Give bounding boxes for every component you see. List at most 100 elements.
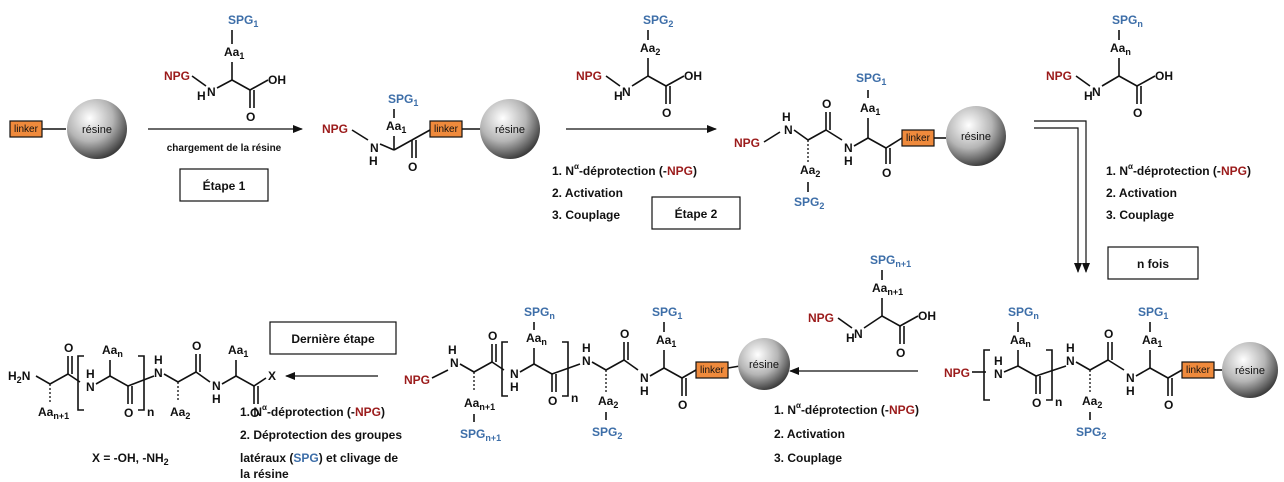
aa2-label: Aa2 <box>640 41 660 57</box>
start-resin: linker résine <box>9 99 127 159</box>
resin-bead-pn <box>1222 342 1278 398</box>
o-atom-pn1-d: O <box>678 398 687 412</box>
o-atom-aan1: O <box>896 346 905 360</box>
oh-group-aan1: OH <box>918 309 936 323</box>
n-atom-pn1-d: N <box>640 371 649 385</box>
o-atom-final-c: O <box>192 339 201 353</box>
o-atom-aan: O <box>1133 106 1142 120</box>
o-atom-pn-a: O <box>1032 396 1041 410</box>
step2-box-label: Étape 2 <box>675 206 718 221</box>
aa1-label: Aa1 <box>224 45 244 61</box>
npg-label: NPG <box>164 69 190 83</box>
aa2-label-p2: Aa2 <box>800 163 820 179</box>
h-atom-final: H <box>86 367 95 381</box>
last-cond-2: 2. Déprotection des groupes <box>240 428 402 442</box>
spg-1-label-p2: SPG1 <box>856 71 886 87</box>
o-atom-aa2: O <box>662 106 671 120</box>
o-atom-pn-b: O <box>1104 327 1113 341</box>
spg-1-label-p1: SPG1 <box>388 92 418 108</box>
o-atom-final-d: O <box>250 406 259 420</box>
spg-n1-label: SPGn+1 <box>870 253 911 269</box>
o-atom-pn-c: O <box>1164 398 1173 412</box>
o-atom-p1: O <box>408 160 417 174</box>
h-atom-pn1-c: H <box>582 341 591 355</box>
n-atom-aan: N <box>1092 85 1101 99</box>
n-atom-aa2: N <box>622 85 631 99</box>
h-atom-p2: H <box>782 110 791 124</box>
linker-label-p1: linker <box>434 124 459 135</box>
x-group: X <box>268 369 276 383</box>
spg-1-label-pn: SPG1 <box>1138 305 1168 321</box>
dipeptide-resin: NPG H N Aa2 SPG2 O N H Aa1 SPG1 O linker… <box>734 71 1006 211</box>
h-atom: H <box>197 89 206 103</box>
peptide-n-resin: NPG H N Aan SPGn O n H N Aa2 SPG2 O N H … <box>944 305 1278 441</box>
o-atom-p2-b: O <box>882 166 891 180</box>
spg-2-label-pn: SPG2 <box>1076 425 1106 441</box>
n-fois-label: n fois <box>1137 257 1169 271</box>
o-atom-pn1-a: O <box>488 329 497 343</box>
n-index-pn1: n <box>571 391 578 405</box>
aa1-label-p2: Aa1 <box>860 101 880 117</box>
amino-acid-n: SPGn Aan NPG N H O OH <box>1046 13 1173 120</box>
loaded-resin: SPG1 Aa1 NPG N H O linker résine <box>322 92 540 174</box>
spg-1-label: SPG1 <box>228 13 258 29</box>
h-atom-pn-c: H <box>1126 384 1135 398</box>
n-atom-p2: N <box>784 123 793 137</box>
n-index-final: n <box>147 405 154 419</box>
step2-cond-3: 3. Couplage <box>552 208 620 222</box>
n-atom-final-c: N <box>212 379 221 393</box>
aa1-label-p1: Aa1 <box>386 119 406 135</box>
spg-n-label-pn: SPGn <box>1008 305 1039 321</box>
linker-label-pn: linker <box>1186 365 1211 376</box>
amino-acid-n1: SPGn+1 Aan+1 NPG N H O OH <box>808 253 936 360</box>
npg-label-pn1: NPG <box>404 373 430 387</box>
oh-group-aa2: OH <box>684 69 702 83</box>
n-atom-p1: N <box>370 141 379 155</box>
n-fois-box <box>1107 246 1199 280</box>
linker-tag-pn1 <box>695 361 729 379</box>
h2n-group: H2N <box>8 369 30 385</box>
n-atom-pn1: N <box>450 356 459 370</box>
aan1-label: Aan+1 <box>872 281 903 297</box>
o-atom: O <box>246 110 255 124</box>
n-atom: N <box>207 85 216 99</box>
step1-box-label: Étape 1 <box>203 178 246 193</box>
spg-n-label-pn1: SPGn <box>524 305 555 321</box>
resin-bead-p1 <box>480 99 540 159</box>
h-atom-final-b: H <box>154 353 163 367</box>
h-atom-pn: H <box>994 354 1003 368</box>
resin-label: résine <box>82 124 112 136</box>
n-atom-pn1-c: N <box>582 354 591 368</box>
amino-acid-1: SPG1 Aa1 NPG N H O OH <box>164 13 286 124</box>
npg-label-p1: NPG <box>322 122 348 136</box>
x-definition: X = -OH, -NH2 <box>92 451 169 467</box>
stepn1-cond-1: 1. Nα-déprotection (-NPG) <box>774 401 919 417</box>
aa1-label-final: Aa1 <box>228 343 248 359</box>
final-peptide: H2N Aan+1 O H N Aan O n H N Aa2 O N H <box>8 339 276 421</box>
resin-label-pn: résine <box>1235 365 1265 377</box>
aa2-label-final: Aa2 <box>170 405 190 421</box>
h-atom-aan: H <box>1084 89 1093 103</box>
h-atom-pn1: H <box>448 343 457 357</box>
spg-n-label: SPGn <box>1112 13 1143 29</box>
resin-label-pn1: résine <box>749 359 779 371</box>
h-atom-pn-b: H <box>1066 341 1075 355</box>
aan-label-final: Aan <box>102 343 123 359</box>
bracket-left-pn <box>983 349 990 401</box>
n-atom-final: N <box>86 380 95 394</box>
stepn1-cond-3: 3. Couplage <box>774 451 842 465</box>
amino-acid-2: SPG2 Aa2 NPG N H O OH <box>576 13 702 120</box>
stepn-cond-1: 1. Nα-déprotection (-NPG) <box>1106 162 1251 178</box>
resin-bead <box>67 99 127 159</box>
spg-n1-label-pn1: SPGn+1 <box>460 427 501 443</box>
npg-label-p2: NPG <box>734 136 760 150</box>
n-atom-pn: N <box>994 367 1003 381</box>
spg-1-label-pn1: SPG1 <box>652 305 682 321</box>
aan1-label-final: Aan+1 <box>38 405 69 421</box>
n-atom-pn-c: N <box>1126 371 1135 385</box>
oh-group-aan: OH <box>1155 69 1173 83</box>
oh-group: OH <box>268 73 286 87</box>
aan1-label-pn1: Aan+1 <box>464 396 495 412</box>
n-index-pn: n <box>1055 395 1062 409</box>
n-atom-pn-b: N <box>1066 354 1075 368</box>
